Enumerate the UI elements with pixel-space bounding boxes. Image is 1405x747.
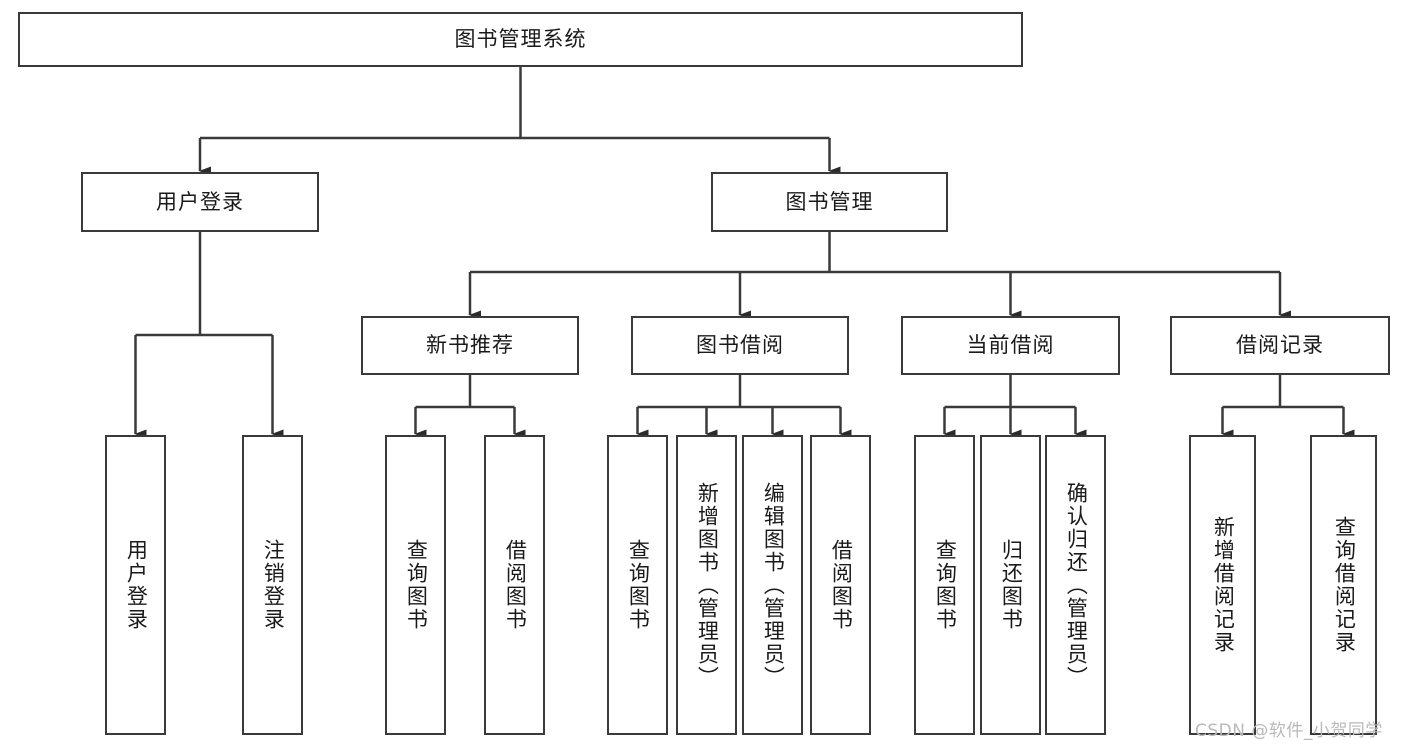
node-label: 借阅图书 [829, 539, 854, 631]
node-label: 查询借阅记录 [1332, 516, 1357, 654]
node-l_cu_query[interactable]: 查询图书 [914, 435, 975, 735]
node-newbook[interactable]: 新书推荐 [361, 316, 579, 375]
node-label: 借阅图书 [503, 539, 528, 631]
node-label: 归还图书 [999, 539, 1024, 631]
node-record[interactable]: 借阅记录 [1170, 316, 1390, 375]
node-bookmgmt[interactable]: 图书管理 [711, 172, 948, 232]
node-l_re_query[interactable]: 查询借阅记录 [1310, 435, 1377, 735]
node-label: 当前借阅 [966, 333, 1055, 357]
node-label: 注销登录 [261, 539, 286, 631]
node-label: 确认归还（管理员） [1064, 481, 1089, 689]
node-l_bo_edit[interactable]: 编辑图书（管理员） [742, 435, 803, 735]
node-root[interactable]: 图书管理系统 [18, 12, 1023, 67]
node-l_nb_query[interactable]: 查询图书 [385, 435, 446, 735]
node-l_cu_conf[interactable]: 确认归还（管理员） [1045, 435, 1106, 735]
node-label: 新增借阅记录 [1211, 516, 1236, 654]
node-l_logout[interactable]: 注销登录 [242, 435, 303, 735]
node-label: 新增图书（管理员） [695, 481, 720, 689]
node-l_bo_lend[interactable]: 借阅图书 [810, 435, 871, 735]
node-label: 新书推荐 [426, 333, 514, 357]
node-l_nb_borrow[interactable]: 借阅图书 [484, 435, 545, 735]
node-label: 图书借阅 [696, 333, 784, 357]
node-l_bo_query[interactable]: 查询图书 [607, 435, 668, 735]
csdn-watermark: CSDN @软件_小贺同学 [1195, 721, 1383, 741]
node-label: 图书管理系统 [454, 27, 587, 51]
node-label: 借阅记录 [1236, 333, 1324, 357]
node-l_cu_return[interactable]: 归还图书 [980, 435, 1041, 735]
node-label: 查询图书 [933, 539, 958, 631]
node-l_re_add[interactable]: 新增借阅记录 [1189, 435, 1256, 735]
node-label: 图书管理 [785, 189, 874, 214]
node-borrow[interactable]: 图书借阅 [631, 316, 849, 375]
node-label: 用户登录 [124, 539, 149, 631]
node-login[interactable]: 用户登录 [81, 172, 319, 232]
node-label: 用户登录 [156, 189, 244, 214]
node-l_bo_add[interactable]: 新增图书（管理员） [676, 435, 737, 735]
node-current[interactable]: 当前借阅 [901, 316, 1120, 375]
node-label: 编辑图书（管理员） [761, 481, 786, 689]
node-label: 查询图书 [626, 539, 651, 631]
node-label: 查询图书 [404, 539, 429, 631]
node-l_login[interactable]: 用户登录 [105, 435, 166, 735]
